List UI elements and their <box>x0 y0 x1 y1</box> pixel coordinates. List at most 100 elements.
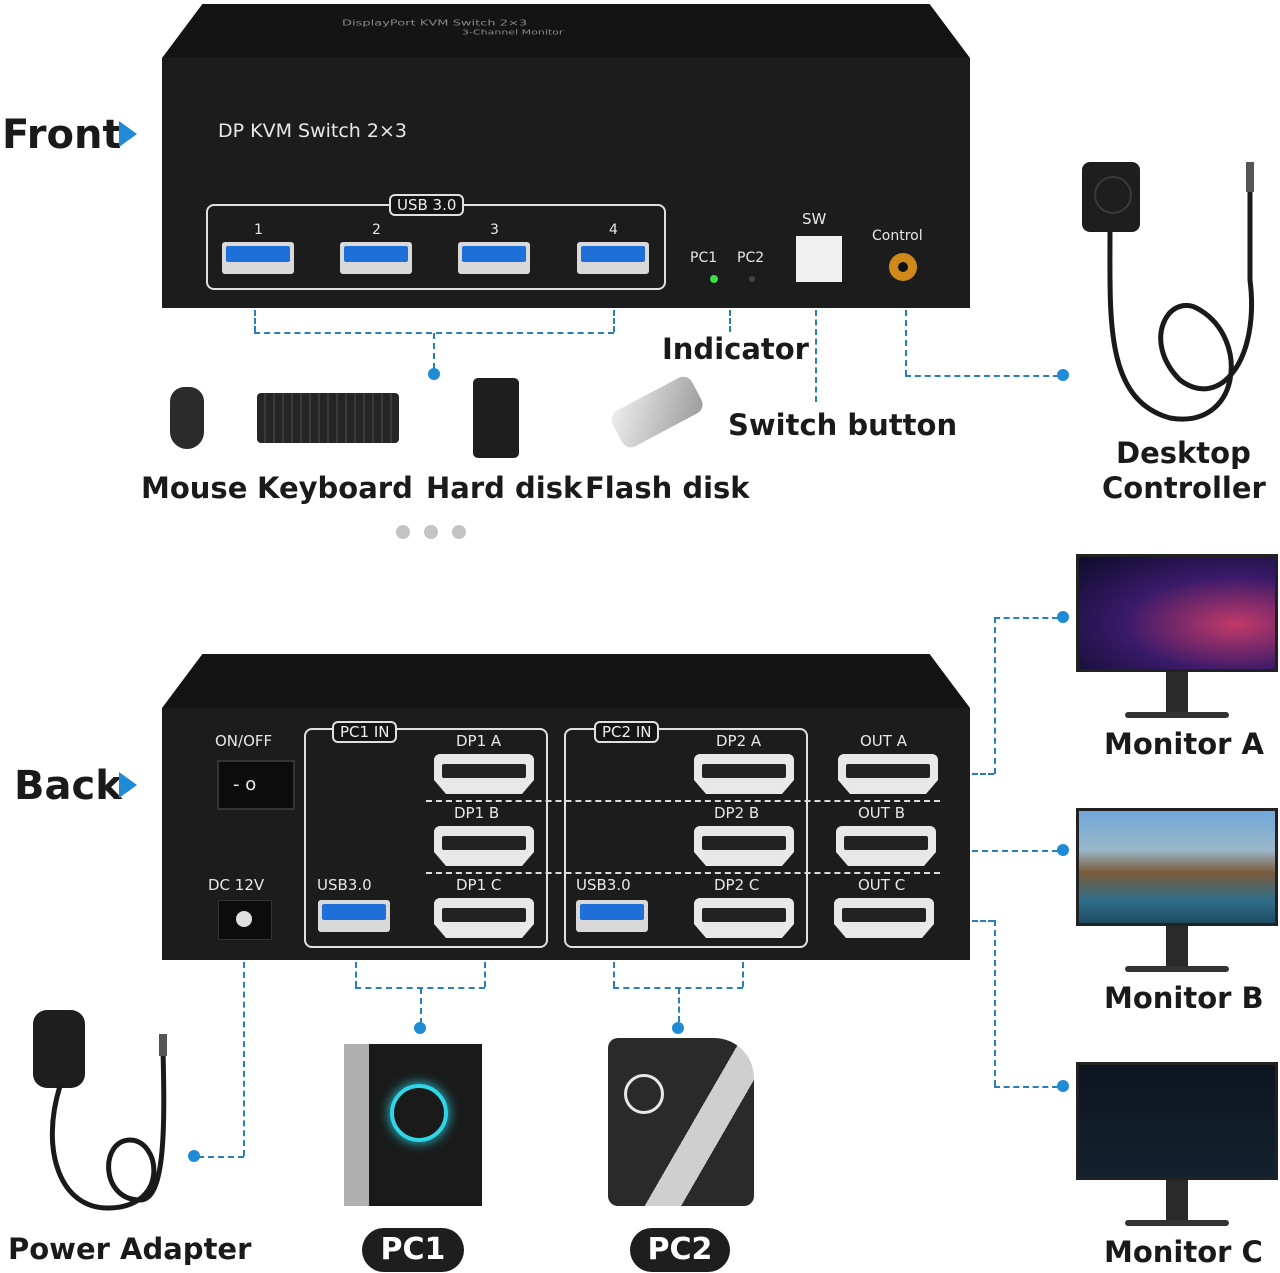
connector-line <box>198 1156 244 1158</box>
back-label: Back <box>14 763 122 809</box>
dp2c-label: DP2 C <box>714 876 760 894</box>
dp2a-label: DP2 A <box>716 732 762 750</box>
port-number-2: 2 <box>372 222 381 238</box>
dp1b-port <box>434 826 534 866</box>
hard-disk-label: Hard disk <box>426 471 583 505</box>
more-dot <box>396 525 410 539</box>
port-number-4: 4 <box>609 222 618 238</box>
connector-line <box>994 1086 1058 1088</box>
keyboard-label: Keyboard <box>257 471 413 505</box>
connector-dot <box>672 1022 684 1034</box>
outa-port <box>838 754 938 794</box>
outb-label: OUT B <box>858 804 906 822</box>
connector-dot <box>414 1022 426 1034</box>
device-title: DP KVM Switch 2×3 <box>218 120 407 142</box>
controller-cable-icon <box>1107 162 1254 422</box>
connector-line <box>994 617 1058 619</box>
monitor-a-label: Monitor A <box>1104 727 1264 761</box>
connector-line <box>994 920 996 1086</box>
monitor-a-icon <box>1076 554 1278 718</box>
usb-port-1 <box>222 242 294 274</box>
usb-port-4 <box>577 242 649 274</box>
monitor-b-icon <box>1076 808 1278 972</box>
pc1-badge: PC1 <box>362 1228 464 1272</box>
dp2b-label: DP2 B <box>714 804 760 822</box>
connector-dot <box>1057 611 1069 623</box>
usb1-label: USB3.0 <box>317 876 372 894</box>
power-adapter-icon <box>33 1010 85 1088</box>
connector-line <box>729 310 731 332</box>
connector-line <box>972 850 1058 852</box>
pc2-in-label: PC2 IN <box>594 721 660 743</box>
front-label: Front <box>2 112 122 158</box>
pc1-led <box>710 275 718 283</box>
pc1-in-frame <box>304 728 548 948</box>
power-switch[interactable]: - o <box>217 760 295 810</box>
usb-port-pc1 <box>318 900 390 932</box>
outc-label: OUT C <box>858 876 906 894</box>
desktop-controller-label-line1: Desktop <box>1116 436 1251 470</box>
usb-port-pc2 <box>576 900 648 932</box>
row-divider <box>426 872 940 874</box>
dc-jack <box>218 900 272 940</box>
dp1b-label: DP1 B <box>454 804 500 822</box>
connector-line <box>678 988 680 1022</box>
connector-line <box>355 962 357 987</box>
triangle-right-icon <box>119 121 137 147</box>
connector-line <box>254 310 256 332</box>
connector-dot <box>428 368 440 380</box>
sw-label: SW <box>802 210 827 228</box>
usb2-label: USB3.0 <box>576 876 631 894</box>
connector-line <box>742 962 744 987</box>
top-silk-sub: 3-Channel Monitor <box>462 28 564 37</box>
connector-dot <box>1057 1080 1069 1092</box>
dp1a-label: DP1 A <box>456 732 502 750</box>
dc-label: DC 12V <box>208 876 265 894</box>
switch-button-label: Switch button <box>728 408 958 442</box>
pc2-indicator-label: PC2 <box>737 250 765 266</box>
pc2-led <box>749 276 755 282</box>
row-divider <box>426 800 940 802</box>
pc-tower-icon <box>344 1044 482 1206</box>
monitor-b-label: Monitor B <box>1104 981 1264 1015</box>
dp1a-port <box>434 754 534 794</box>
connector-dot <box>1057 369 1069 381</box>
usb-port-3 <box>458 242 530 274</box>
connector-line <box>994 617 996 774</box>
outc-port <box>834 898 934 938</box>
top-silk-text: DisplayPort KVM Switch 2×3 <box>342 19 528 28</box>
control-jack <box>889 253 917 281</box>
on-off-label: ON/OFF <box>215 732 273 750</box>
keyboard-icon <box>257 393 399 443</box>
dp1c-port <box>434 898 534 938</box>
outa-label: OUT A <box>860 732 907 750</box>
connector-dot <box>1057 844 1069 856</box>
usb-port-2 <box>340 242 412 274</box>
connector-line <box>484 962 486 987</box>
triangle-right-icon <box>119 772 137 798</box>
hard-disk-icon <box>473 378 519 458</box>
device-back-face: ON/OFF - o DC 12V PC1 IN DP1 A DP1 B DP1… <box>162 708 970 960</box>
connector-line <box>815 310 817 402</box>
connector-line <box>972 773 994 775</box>
indicator-label: Indicator <box>662 332 809 366</box>
connector-line <box>972 920 994 922</box>
mouse-icon <box>170 387 204 449</box>
pc1-indicator-label: PC1 <box>690 250 718 266</box>
usb-group-label: USB 3.0 <box>389 194 465 216</box>
port-number-3: 3 <box>490 222 499 238</box>
connector-line <box>613 962 615 987</box>
connector-line <box>420 988 422 1024</box>
switch-button[interactable] <box>796 236 842 282</box>
connector-line <box>433 333 435 369</box>
outb-port <box>836 826 936 866</box>
port-number-1: 1 <box>254 222 263 238</box>
desktop-controller-label-line2: Controller <box>1102 471 1266 505</box>
monitor-c-label: Monitor C <box>1104 1235 1263 1269</box>
power-cable-icon <box>49 1034 167 1211</box>
more-dot <box>452 525 466 539</box>
connector-dot <box>188 1150 200 1162</box>
pc2-in-frame <box>564 728 808 948</box>
dp2a-port <box>694 754 794 794</box>
connector-line <box>905 375 1059 377</box>
